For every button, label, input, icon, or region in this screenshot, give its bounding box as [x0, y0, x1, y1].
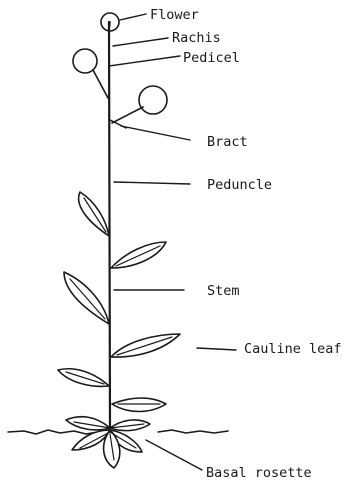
- right-pedicel: [112, 107, 143, 123]
- cauline-leaf-1: [79, 192, 109, 236]
- label-peduncle: Peduncle: [207, 177, 272, 193]
- label-basal-rosette: Basal rosette: [206, 465, 312, 481]
- label-flower: Flower: [150, 7, 199, 23]
- cauline-leaf-5: [58, 369, 109, 387]
- basal-rosette: [66, 417, 150, 468]
- main-stem: [109, 22, 110, 432]
- cauline-leaf-3: [64, 272, 109, 324]
- label-bract: Bract: [207, 134, 248, 150]
- label-stem: Stem: [207, 283, 240, 299]
- cauline-leaf-6: [112, 398, 166, 412]
- label-pedicel: Pedicel: [183, 50, 240, 66]
- label-cauline-leaf: Cauline leaf: [244, 341, 342, 357]
- right-flower: [139, 86, 167, 114]
- left-pedicel: [93, 70, 108, 98]
- cauline-leaf-2: [111, 242, 166, 268]
- cauline-leaf-4: [111, 334, 180, 357]
- top-pedicel: [109, 22, 110, 30]
- label-rachis: Rachis: [172, 30, 221, 46]
- left-flower: [73, 49, 97, 73]
